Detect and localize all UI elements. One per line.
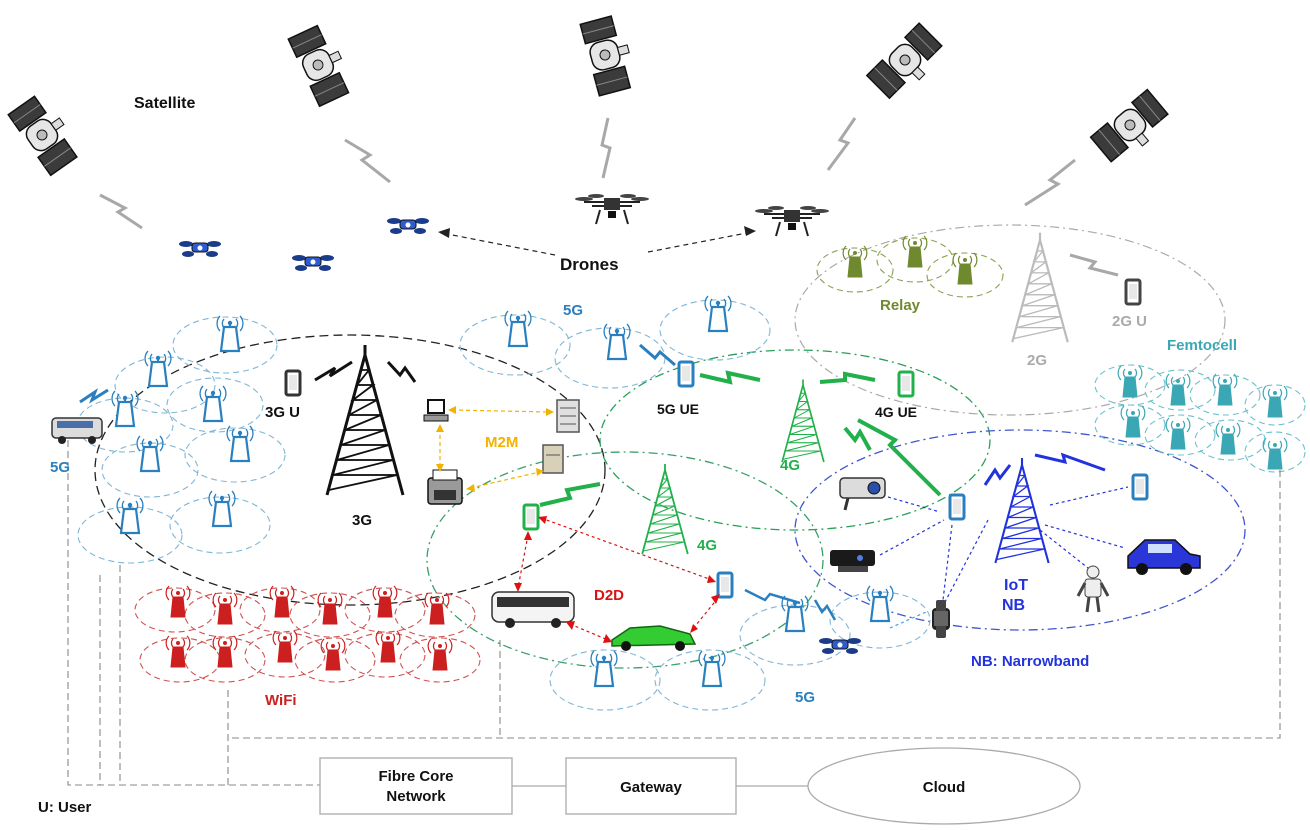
- small-cell-icon: [1215, 422, 1241, 455]
- small-cell-icon: [272, 630, 298, 663]
- cell-tower-icon: [641, 463, 689, 555]
- small-cell-icon: [424, 592, 450, 625]
- small-cell-icon: [115, 496, 145, 535]
- camera-icon: [830, 550, 875, 572]
- relay-label: Relay: [880, 297, 921, 314]
- small-cell-icon: [135, 434, 165, 473]
- car-icon: [1127, 539, 1201, 575]
- d2d-label: D2D: [594, 587, 624, 604]
- nb-narrowband-label: NB: Narrowband: [971, 653, 1089, 670]
- phone-icon: [284, 369, 302, 397]
- cell-tower-icon: [781, 378, 825, 463]
- iot-label: IoT: [1004, 577, 1028, 594]
- small-cell-icon: [165, 635, 191, 668]
- small-cell-icon: [703, 294, 733, 333]
- five-g-bottom-label: 5G: [795, 689, 815, 706]
- five-g-ue-label: 5G UE: [657, 401, 699, 417]
- small-cell-icon: [842, 245, 868, 278]
- small-cell-icon: [902, 235, 928, 268]
- three-g-label: 3G: [352, 512, 372, 529]
- small-cell-icon: [1212, 373, 1238, 406]
- smartwatch-icon: [932, 600, 950, 638]
- small-cell-icon: [1165, 417, 1191, 450]
- fibre-core-label-line1: Fibre Core: [378, 768, 453, 785]
- wifi-label: WiFi: [265, 692, 297, 709]
- small-cell-icon: [143, 349, 173, 388]
- satellite-icon: [287, 21, 357, 107]
- small-cell-icon: [952, 252, 978, 285]
- satellite-icon: [7, 90, 85, 177]
- small-cell-icon: [1117, 365, 1143, 398]
- drone-icon: [574, 193, 650, 225]
- gateway-box: [565, 757, 737, 815]
- small-cell-icon: [317, 592, 343, 625]
- fibre-core-box: [319, 757, 513, 815]
- drone-icon: [386, 217, 430, 235]
- small-cell-icon: [1262, 385, 1288, 418]
- small-cell-icon: [1262, 437, 1288, 470]
- robot-icon: [1076, 565, 1110, 613]
- small-cell-icon: [225, 424, 255, 463]
- phone-icon: [522, 503, 540, 531]
- printer-icon: [427, 469, 463, 505]
- satellite-icon: [1089, 88, 1174, 169]
- satellite-icon: [579, 13, 639, 97]
- small-cell-icon: [110, 389, 140, 428]
- small-cell-icon: [215, 314, 245, 353]
- small-cell-icon: [865, 584, 895, 623]
- small-cell-icon: [375, 630, 401, 663]
- drone-icon: [291, 254, 335, 272]
- five-g-top-label: 5G: [563, 302, 583, 319]
- m2m-label: M2M: [485, 434, 518, 451]
- small-cell-icon: [697, 649, 727, 688]
- four-g-lower-label: 4G: [697, 537, 717, 554]
- drone-icon: [754, 205, 830, 237]
- small-cell-icon: [198, 384, 228, 423]
- small-cell-icon: [212, 592, 238, 625]
- three-g-u-label: 3G U: [265, 404, 300, 421]
- drone-icon: [178, 240, 222, 258]
- cloud-label: Cloud: [923, 779, 966, 796]
- nb-label: NB: [1002, 597, 1025, 614]
- sports-car-icon: [611, 625, 697, 651]
- cell-tower-icon: [1011, 231, 1069, 344]
- small-cell-icon: [212, 635, 238, 668]
- camera-icon: [839, 477, 886, 511]
- bus-icon: [491, 591, 575, 628]
- u-user-label: U: User: [38, 799, 92, 816]
- van-icon: [51, 417, 103, 444]
- four-g-ue-label: 4G UE: [875, 404, 917, 420]
- femtocell-label: Femtocell: [1167, 337, 1237, 354]
- small-cell-icon: [427, 638, 453, 671]
- fibre-core-label-line2: Network: [386, 788, 446, 805]
- phone-icon: [948, 493, 966, 521]
- small-cell-icon: [589, 649, 619, 688]
- phone-icon: [716, 571, 734, 599]
- server-icon: [542, 444, 564, 474]
- small-cell-icon: [1120, 405, 1146, 438]
- five-g-left-label: 5G: [50, 459, 70, 476]
- phone-icon: [897, 370, 915, 398]
- two-g-label: 2G: [1027, 352, 1047, 369]
- computer-icon: [423, 399, 449, 422]
- two-g-u-label: 2G U: [1112, 313, 1147, 330]
- cloud-shape: [807, 747, 1081, 825]
- drones-label: Drones: [560, 255, 619, 274]
- gateway-label: Gateway: [620, 779, 682, 796]
- four-g-upper-label: 4G: [780, 457, 800, 474]
- satellite-label: Satellite: [134, 95, 195, 112]
- phone-icon: [1124, 278, 1142, 306]
- phone-icon: [1131, 473, 1149, 501]
- phone-icon: [677, 360, 695, 388]
- small-cell-icon: [372, 585, 398, 618]
- small-cell-icon: [320, 638, 346, 671]
- server-icon: [556, 399, 580, 433]
- small-cell-icon: [503, 309, 533, 348]
- small-cell-icon: [207, 489, 237, 528]
- small-cell-icon: [165, 585, 191, 618]
- satellite-icon: [866, 22, 949, 105]
